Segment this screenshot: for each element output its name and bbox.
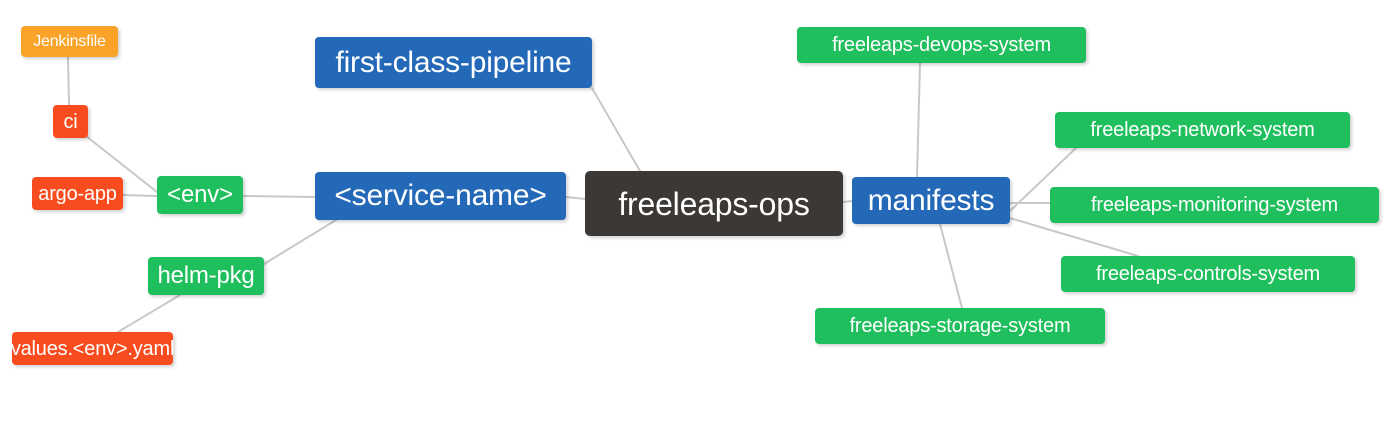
- mindmap-node-freeleaps-monitoring-system[interactable]: freeleaps-monitoring-system: [1050, 187, 1379, 223]
- mindmap-node-freeleaps-controls-system[interactable]: freeleaps-controls-system: [1061, 256, 1355, 292]
- node-label: values.<env>.yaml: [10, 337, 175, 360]
- edge-freeleaps-ops-to-manifests: [842, 200, 853, 203]
- mindmap-node-freeleaps-ops[interactable]: freeleaps-ops: [585, 171, 843, 236]
- node-label: freeleaps-ops: [618, 185, 810, 222]
- edge-service-name-to-helm-pkg: [263, 219, 337, 265]
- mindmap-node-first-class-pipeline[interactable]: first-class-pipeline: [315, 37, 592, 88]
- mindmap-node-helm-pkg[interactable]: helm-pkg: [148, 257, 264, 295]
- node-label: <env>: [167, 181, 233, 208]
- node-label: freeleaps-network-system: [1090, 119, 1315, 141]
- node-label: <service-name>: [334, 179, 547, 212]
- mindmap-node-freeleaps-storage-system[interactable]: freeleaps-storage-system: [815, 308, 1105, 344]
- node-label: freeleaps-monitoring-system: [1091, 194, 1338, 216]
- edge-service-name-to-env: [242, 195, 316, 198]
- mindmap-node-service-name[interactable]: <service-name>: [315, 172, 566, 220]
- node-label: ci: [63, 110, 78, 133]
- node-label: argo-app: [38, 182, 117, 205]
- node-label: freeleaps-controls-system: [1096, 263, 1320, 285]
- edge-manifests-to-freeleaps-storage-system: [939, 223, 963, 309]
- edge-env-to-argo-app: [122, 194, 158, 197]
- edge-first-class-pipeline-to-freeleaps-ops: [591, 87, 641, 172]
- mindmap-node-env[interactable]: <env>: [157, 176, 243, 214]
- mindmap-node-argo-app[interactable]: argo-app: [32, 177, 123, 210]
- node-label: freeleaps-devops-system: [832, 34, 1051, 56]
- edge-helm-pkg-to-values-env-yaml: [117, 294, 181, 333]
- node-label: helm-pkg: [157, 262, 255, 289]
- node-label: first-class-pipeline: [335, 45, 572, 79]
- edge-ci-to-jenkinsfile: [67, 56, 70, 106]
- mindmap-node-values-env-yaml[interactable]: values.<env>.yaml: [10, 332, 175, 365]
- edge-freeleaps-ops-to-service-name: [565, 196, 586, 200]
- mindmap-node-freeleaps-network-system[interactable]: freeleaps-network-system: [1055, 112, 1350, 148]
- node-label: Jenkinsfile: [33, 32, 106, 50]
- mindmap-node-freeleaps-devops-system[interactable]: freeleaps-devops-system: [797, 27, 1086, 63]
- mindmap-node-ci[interactable]: ci: [53, 105, 88, 138]
- node-label: manifests: [867, 183, 995, 217]
- node-label: freeleaps-storage-system: [849, 315, 1071, 337]
- edge-manifests-to-freeleaps-controls-system: [1009, 217, 1139, 257]
- mindmap-node-jenkinsfile[interactable]: Jenkinsfile: [21, 26, 118, 57]
- edge-manifests-to-freeleaps-devops-system: [916, 62, 921, 178]
- mindmap-node-manifests[interactable]: manifests: [852, 177, 1010, 224]
